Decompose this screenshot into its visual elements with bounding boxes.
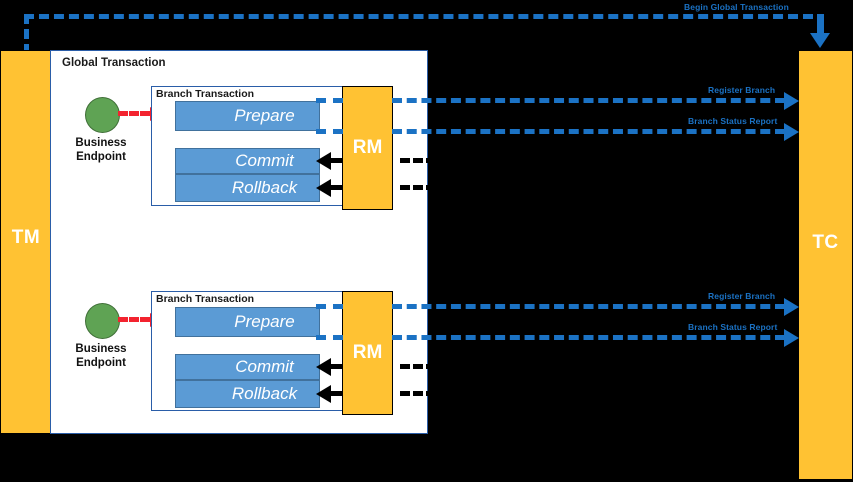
- commit-arrowhead-2: [316, 358, 331, 376]
- role-label-tc: TC: [812, 232, 839, 253]
- action-box-prepare-2[interactable]: Prepare: [175, 307, 320, 337]
- connector-label-branch-status-report-2: Branch Status Report: [688, 322, 778, 332]
- commit-signal-line-1: [400, 158, 436, 163]
- commit-signal-line-2: [400, 364, 436, 369]
- rollback-arrowhead-1: [316, 179, 331, 197]
- prepare-to-rm-line-2: [316, 304, 343, 309]
- branch-status-report-line-2: [392, 335, 785, 340]
- begin-global-transaction-arrow-stem: [817, 14, 824, 34]
- endpoint-to-prepare-line-2: [118, 317, 150, 322]
- branch-status-report-arrowhead-1: [784, 123, 799, 141]
- connector-label-branch-status-report-1: Branch Status Report: [688, 116, 778, 126]
- role-column-tm: TM: [0, 50, 52, 434]
- branch-transaction-title-1: Branch Transaction: [156, 88, 255, 100]
- business-endpoint-label-1: Business Endpoint: [56, 136, 146, 164]
- begin-global-transaction-arrowhead: [810, 33, 830, 48]
- rollback-signal-stub-2: [331, 391, 343, 396]
- business-endpoint-label-2-line1: Business: [75, 343, 127, 355]
- global-transaction-title: Global Transaction: [62, 57, 166, 69]
- begin-global-transaction-line-horizontal: [24, 14, 813, 19]
- commit-arrowhead-1: [316, 152, 331, 170]
- branch-status-report-arrowhead-2: [784, 329, 799, 347]
- register-branch-line-2: [392, 304, 785, 309]
- action-box-commit-2[interactable]: Commit: [175, 354, 320, 380]
- branch-status-report-line-1: [392, 129, 785, 134]
- role-label-tm: TM: [11, 227, 41, 248]
- rollback-signal-stub-1: [331, 185, 343, 190]
- resource-manager-column-2: RM: [342, 291, 393, 415]
- register-branch-line-1: [392, 98, 785, 103]
- endpoint-to-prepare-line-1: [118, 111, 150, 116]
- commit-signal-stub-2: [331, 364, 343, 369]
- rollback-signal-line-2: [400, 391, 436, 396]
- action-box-rollback-2[interactable]: Rollback: [175, 380, 320, 408]
- connector-label-register-branch-1: Register Branch: [708, 85, 776, 95]
- begin-global-transaction-line-vertical: [24, 14, 29, 54]
- rm-status-stub-line-1: [316, 129, 343, 134]
- prepare-to-rm-line-1: [316, 98, 343, 103]
- connector-label-begin-global-transaction: Begin Global Transaction: [684, 2, 789, 12]
- action-box-rollback-1[interactable]: Rollback: [175, 174, 320, 202]
- business-endpoint-dot-2: [85, 303, 120, 339]
- business-endpoint-label-2-line2: Endpoint: [76, 357, 126, 369]
- business-endpoint-label-1-line2: Endpoint: [76, 151, 126, 163]
- business-endpoint-dot-1: [85, 97, 120, 133]
- register-branch-arrowhead-2: [784, 298, 799, 316]
- action-box-commit-1[interactable]: Commit: [175, 148, 320, 174]
- rollback-signal-line-1: [400, 185, 436, 190]
- resource-manager-column-1: RM: [342, 86, 393, 210]
- business-endpoint-label-2: Business Endpoint: [56, 342, 146, 370]
- action-box-prepare-1[interactable]: Prepare: [175, 101, 320, 131]
- branch-transaction-title-2: Branch Transaction: [156, 293, 255, 305]
- rm-status-stub-line-2: [316, 335, 343, 340]
- rollback-arrowhead-2: [316, 385, 331, 403]
- role-column-tc: TC: [798, 50, 853, 480]
- commit-signal-stub-1: [331, 158, 343, 163]
- connector-label-register-branch-2: Register Branch: [708, 291, 776, 301]
- business-endpoint-label-1-line1: Business: [75, 137, 127, 149]
- register-branch-arrowhead-1: [784, 92, 799, 110]
